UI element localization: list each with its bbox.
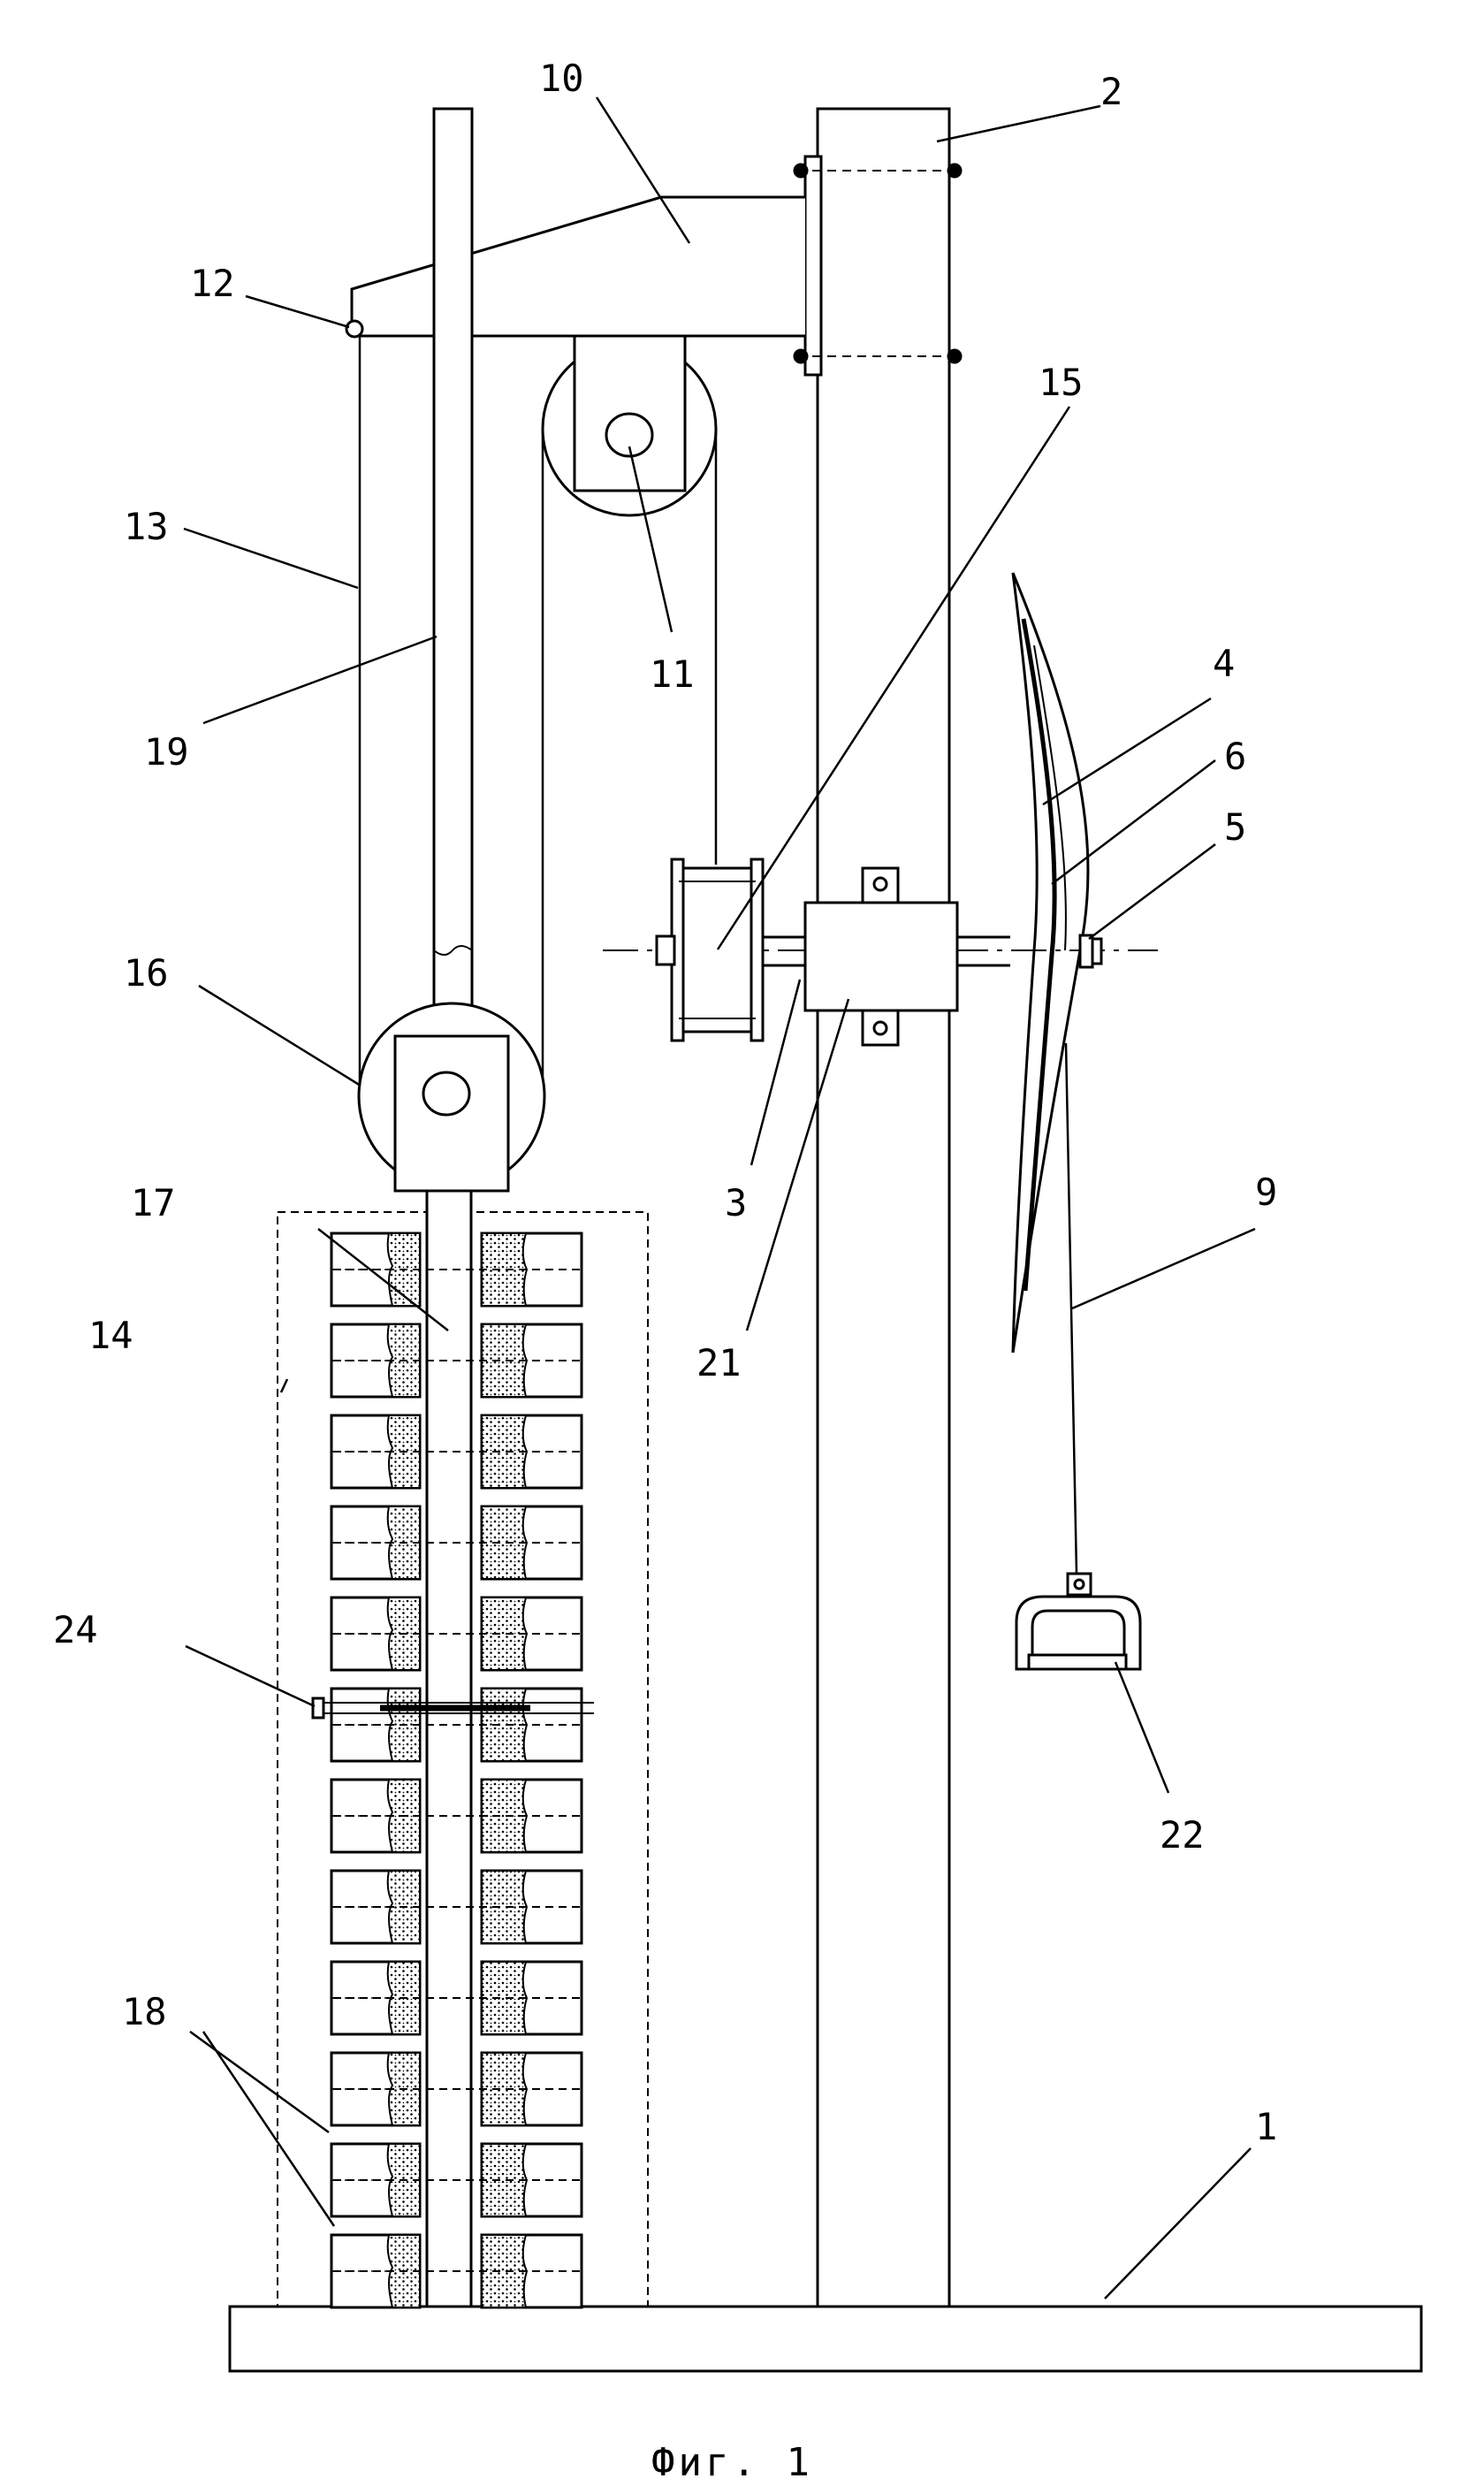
label-4: 4	[1213, 642, 1235, 685]
label-22: 22	[1160, 1813, 1205, 1857]
label-5: 5	[1224, 805, 1246, 849]
base-plate	[230, 2307, 1421, 2371]
label-1: 1	[1255, 2105, 1277, 2148]
rope-anchor	[346, 321, 362, 337]
label-12: 12	[190, 262, 235, 305]
label-18: 18	[122, 1990, 167, 2033]
guide-rod	[434, 109, 472, 1106]
upper-arm	[352, 197, 805, 336]
rope-drum	[679, 868, 756, 1032]
main-column	[818, 109, 949, 2307]
label-17: 17	[131, 1181, 176, 1224]
label-16: 16	[124, 951, 169, 995]
label-14: 14	[88, 1314, 133, 1357]
label-21: 21	[696, 1341, 742, 1384]
bearing-housing	[805, 903, 957, 1010]
label-19: 19	[144, 730, 189, 774]
label-13: 13	[124, 505, 169, 548]
label-24: 24	[53, 1608, 98, 1651]
selector-rod	[427, 1191, 471, 2307]
label-2: 2	[1100, 70, 1123, 113]
bracket-plate	[805, 156, 821, 375]
cable	[1066, 1043, 1077, 1574]
label-3: 3	[725, 1181, 747, 1224]
label-6: 6	[1224, 735, 1246, 778]
label-9: 9	[1255, 1171, 1277, 1214]
label-10: 10	[539, 57, 584, 100]
label-15: 15	[1039, 361, 1084, 404]
figure-caption: Фиг. 1	[651, 2440, 813, 2482]
label-11: 11	[650, 652, 695, 696]
